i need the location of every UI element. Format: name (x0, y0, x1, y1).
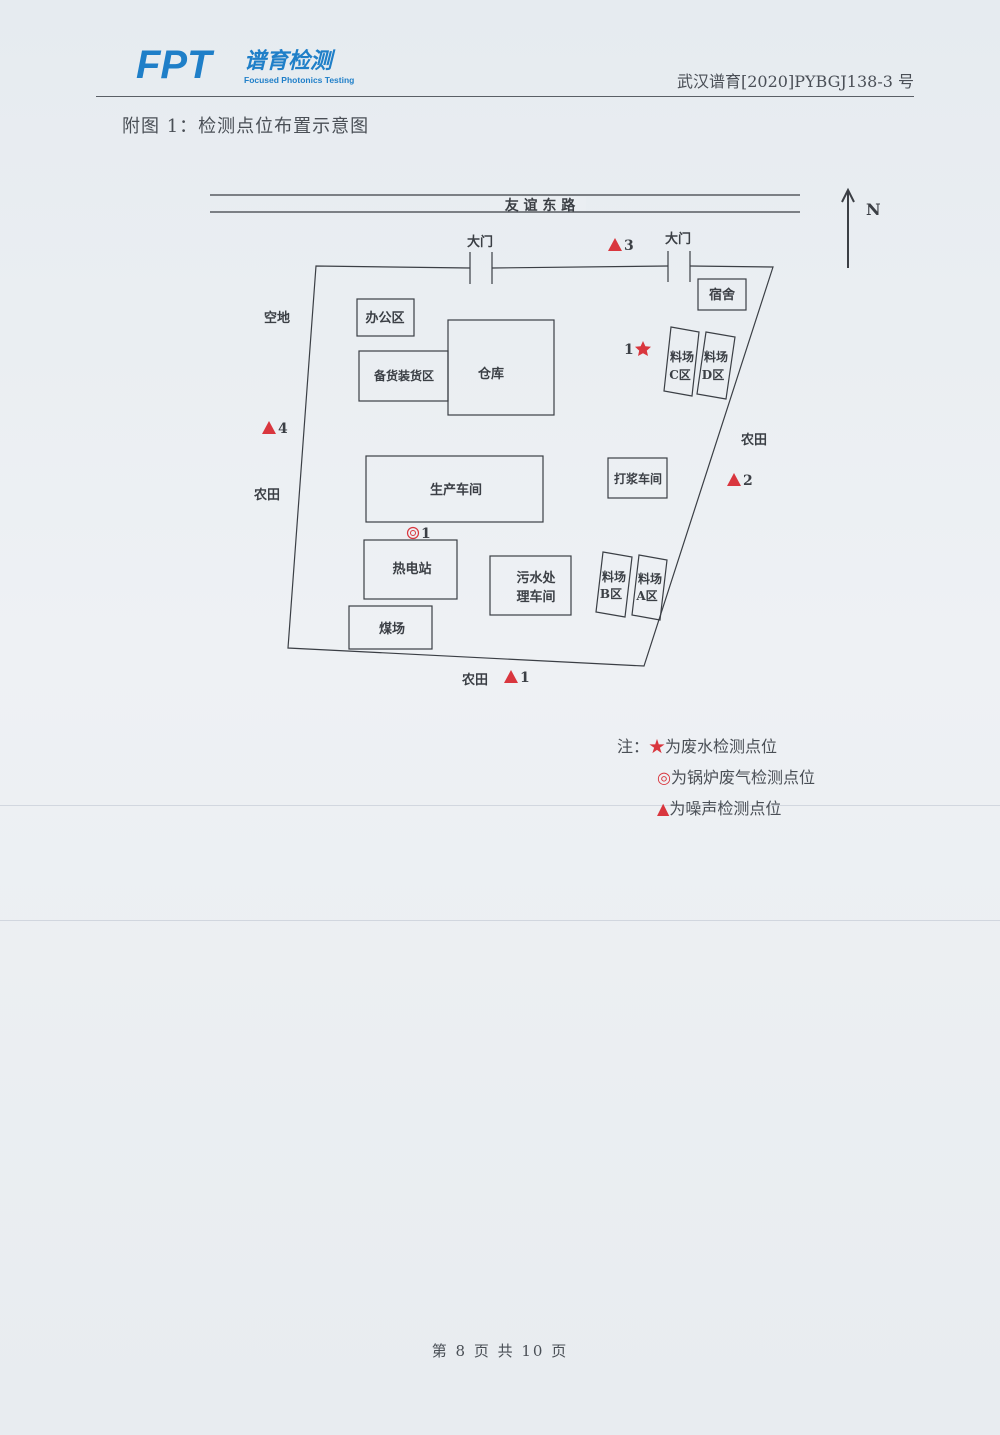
road: 友 谊 东 路 (210, 194, 800, 214)
header-rule (96, 96, 914, 97)
site-layout-diagram: 友 谊 东 路 N 大门 大门 办公区 备货装货区 (210, 187, 881, 688)
production-workshop-block (365, 455, 544, 523)
sewage-treatment-block (489, 555, 572, 616)
gate-label: 大门 (665, 231, 691, 247)
power-station-label: 热电站 (392, 561, 431, 577)
yard-a-label: 料场 (638, 571, 662, 586)
site-boundary-north (491, 265, 669, 269)
fpt-logo: FPT 谱育检测 Focused Photonics Testing (136, 40, 376, 86)
yard-b-block (595, 551, 633, 618)
noise-point-label: 1 (520, 670, 530, 686)
yard-b-label: B区 (600, 587, 622, 601)
logo-english-name: Focused Photonics Testing (244, 75, 354, 85)
coal-yard-block (348, 605, 433, 650)
legend-row-noise: ▲为噪声检测点位 (617, 798, 815, 829)
dorm-label: 宿舍 (709, 287, 736, 303)
pulping-workshop-label: 打浆车间 (614, 471, 662, 486)
warehouse-block (447, 319, 555, 416)
figure-title: 附图 1：检测点位布置示意图 (122, 116, 370, 137)
office-block (356, 298, 415, 337)
legend-row-boiler: ◎为锅炉废气检测点位 (617, 767, 815, 798)
gate-east: 大门 (665, 231, 691, 282)
dorm-block (697, 278, 747, 311)
star-icon: ★ (649, 737, 666, 756)
legend: 注：★为废水检测点位 ◎为锅炉废气检测点位 ▲为噪声检测点位 (617, 736, 815, 829)
yard-a-label: A区 (635, 589, 657, 603)
noise-point-label: 4 (278, 421, 288, 437)
noise-point-label: 2 (743, 473, 753, 489)
page-footer: 第 8 页 共 10 页 (431, 1342, 569, 1360)
pulping-workshop-block (607, 457, 668, 499)
double-ring-icon: ◎ (657, 768, 671, 787)
yard-a-block (631, 554, 668, 621)
paper-crease (0, 920, 1000, 921)
farmland-east-label: 农田 (740, 432, 767, 448)
office-label: 办公区 (365, 310, 404, 326)
production-workshop-label: 生产车间 (430, 482, 482, 498)
gate-west: 大门 (467, 234, 493, 284)
wastewater-point-label: 1 (624, 342, 634, 358)
boiler-point-label: 1 (421, 526, 431, 542)
yard-c-block (663, 326, 700, 397)
triangle-icon: ▲ (657, 799, 670, 818)
farmland-west-label: 农田 (253, 487, 280, 503)
yard-d-label: D区 (702, 368, 724, 382)
yard-b-label: 料场 (602, 569, 626, 584)
noise-point-triangle-icon (262, 421, 276, 434)
power-station-block (363, 539, 458, 600)
report-number: 武汉谱育[2020]PYBGJ138-3 号 (677, 72, 914, 91)
yard-d-block (696, 331, 736, 400)
legend-noise-label: 为噪声检测点位 (669, 799, 782, 818)
yard-c-label: C区 (669, 368, 691, 382)
legend-prefix: 注： (617, 737, 650, 756)
noise-point-label: 3 (624, 238, 634, 254)
legend-row-wastewater: 注：★为废水检测点位 (617, 736, 815, 767)
gate-label: 大门 (467, 234, 493, 250)
boiler-point-ring-icon (410, 530, 416, 536)
site-boundary (287, 265, 774, 667)
sewage-treatment-label: 理车间 (516, 589, 555, 605)
farmland-south-label: 农田 (461, 672, 488, 688)
loading-area-label: 备货装货区 (373, 368, 434, 383)
noise-point-triangle-icon (727, 473, 741, 486)
legend-wastewater-label: 为废水检测点位 (665, 737, 778, 756)
vacant-land-label: 空地 (264, 310, 290, 326)
logo-mark: FPT (136, 43, 215, 86)
noise-point-triangle-icon (504, 670, 518, 683)
warehouse-label: 仓库 (477, 366, 504, 382)
boiler-point-ring-icon (406, 526, 420, 540)
legend-boiler-label: 为锅炉废气检测点位 (670, 768, 815, 787)
north-label: N (866, 200, 881, 219)
paper-crease (0, 805, 1000, 806)
coal-yard-label: 煤场 (379, 621, 405, 637)
logo-chinese-name: 谱育检测 (244, 48, 336, 74)
road-name: 友 谊 东 路 (505, 197, 577, 214)
wastewater-point-star-icon (635, 341, 651, 356)
yard-c-label: 料场 (670, 349, 694, 364)
noise-point-triangle-icon (608, 238, 622, 251)
yard-d-label: 料场 (704, 349, 728, 364)
north-arrow-icon: N (841, 187, 881, 268)
sewage-treatment-label: 污水处 (516, 570, 556, 586)
